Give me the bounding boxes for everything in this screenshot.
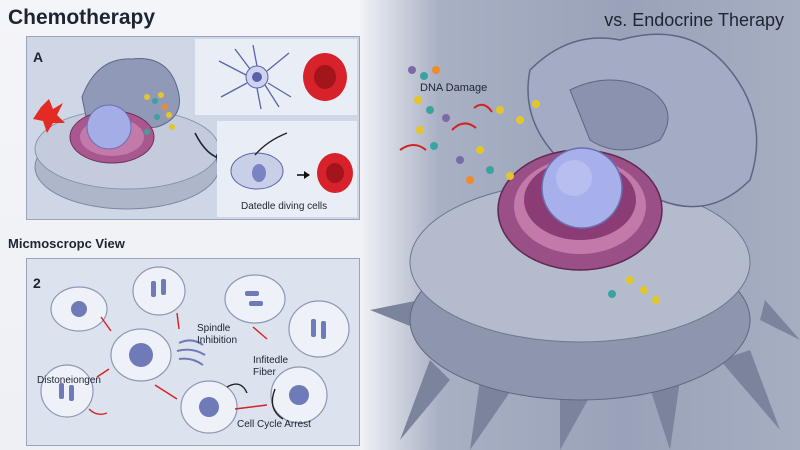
red-blood-cell-icon-2 [317, 153, 353, 193]
molecule-cluster [144, 92, 175, 135]
annotation-arrest: Cell Cycle Arrest [237, 419, 311, 430]
black-arc-1 [271, 388, 284, 420]
main-title: Chemotherapy [8, 6, 156, 29]
panel-a-caption: Datedle diving cells [241, 201, 328, 212]
micro-cell-4 [288, 300, 350, 358]
dna-damage-label: DNA Damage [420, 82, 488, 94]
micro-cell-6 [40, 364, 94, 418]
microscope-illustration [40, 266, 350, 434]
panel-a-top-card [195, 39, 357, 115]
panel-2-label: 2 [33, 275, 41, 291]
endocrine-cell-illustration [370, 33, 800, 450]
annotation-distone: Distoneiongen [37, 375, 101, 386]
right-red-arrows [399, 103, 493, 151]
panel-a-bottom-card: Datedle diving cells [217, 121, 357, 217]
red-blood-cell-icon [303, 53, 347, 101]
spindle-strands [176, 339, 206, 366]
annotation-spindle: Spindle Inhibition [197, 323, 238, 346]
dividing-cell-icon [230, 132, 288, 190]
red-burst [33, 99, 65, 133]
cell-base-spikes [370, 300, 800, 450]
right-title: vs. Endocrine Therapy [604, 10, 784, 30]
dna-molecule-cluster [408, 66, 660, 304]
red-arrows [88, 312, 268, 416]
microscope-section-title: Micmoscropc View [8, 236, 125, 251]
cell-fold-inner [569, 79, 669, 151]
panel-a: A [26, 36, 360, 220]
annotation-fiber: Infitedle Fiber [253, 355, 289, 378]
nucleus [86, 104, 132, 150]
black-arc-2 [226, 383, 248, 394]
panel-a-illustration [33, 58, 224, 210]
neuron-and-rbc [218, 44, 347, 110]
neuron-cell-icon [218, 44, 292, 110]
panel-a-label: A [33, 49, 44, 65]
micro-cell-3 [224, 274, 286, 324]
panel-microscope: 2 [26, 258, 360, 446]
micro-cell-2 [132, 266, 186, 316]
dividing-cell-row [230, 132, 353, 193]
